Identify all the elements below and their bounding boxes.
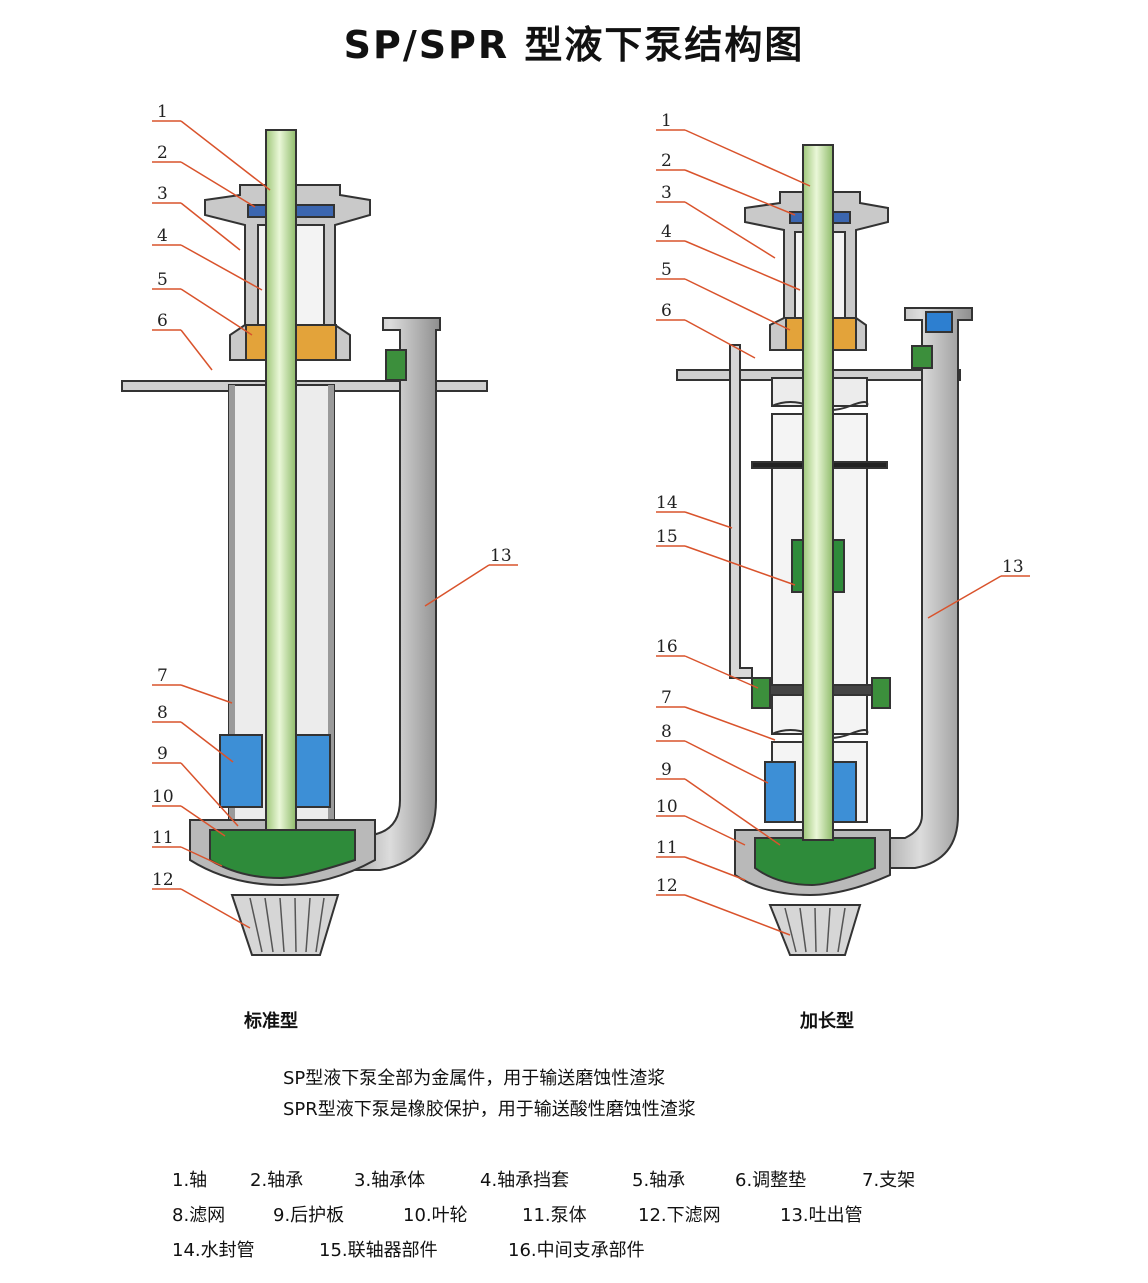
legend-item: 7.支架 [862,1170,916,1191]
right-callout-9: 9 [661,760,672,780]
legend-item: 9.后护板 [273,1205,345,1226]
standard-pump [121,129,488,956]
left-callout-5: 5 [157,270,168,290]
discharge-pipe-r [867,307,973,869]
caption-extended: 加长型 [800,1011,854,1032]
right-callout-16: 16 [656,637,678,657]
description-sp: SP型液下泵全部为金属件，用于输送磨蚀性渣浆 [283,1068,666,1089]
left-callout-8: 8 [157,703,168,723]
impeller [209,829,356,880]
legend-item: 14.水封管 [172,1240,255,1261]
legend-item: 12.下滤网 [638,1205,721,1226]
left-callout-labels: 1 2 3 4 5 6 7 8 9 10 11 12 13 [152,102,512,890]
right-callout-12: 12 [656,876,678,896]
legend-item: 10.叶轮 [403,1205,468,1226]
right-callout-4: 4 [661,222,672,242]
right-leaders [656,129,1030,936]
shaft-r [802,144,834,841]
right-callout-3: 3 [661,183,672,203]
caption-standard: 标准型 [244,1011,298,1032]
right-callout-7: 7 [661,688,672,708]
strainer-left [219,734,263,808]
strainer-right [294,734,331,808]
legend-item: 16.中间支承部件 [508,1240,645,1261]
legend-item: 1.轴 [172,1170,208,1191]
right-callout-1: 1 [661,111,672,131]
left-callout-7: 7 [157,666,168,686]
description-spr: SPR型液下泵是橡胶保护，用于输送酸性磨蚀性渣浆 [283,1099,696,1120]
legend-item: 15.联轴器部件 [319,1240,438,1261]
discharge-pipe [339,317,441,871]
left-callout-1: 1 [157,102,168,122]
left-callout-4: 4 [157,226,168,246]
left-callout-3: 3 [157,184,168,204]
page-title: SP/SPR 型液下泵结构图 [343,23,805,67]
right-callout-6: 6 [661,301,672,321]
left-callout-2: 2 [157,143,168,163]
left-callout-10: 10 [152,787,174,807]
right-callout-14: 14 [656,493,678,513]
legend-item: 3.轴承体 [354,1170,426,1191]
left-callout-13: 13 [490,546,512,566]
legend-item: 8.滤网 [172,1205,226,1226]
legend-item: 6.调整垫 [735,1170,807,1191]
impeller-r [754,837,876,887]
left-callout-6: 6 [157,311,168,331]
right-callout-labels: 1 2 3 4 5 6 14 15 16 7 8 9 10 11 12 13 [656,111,1024,896]
right-callout-5: 5 [661,260,672,280]
legend-item: 11.泵体 [522,1205,587,1226]
right-callout-10: 10 [656,797,678,817]
shaft [265,129,297,831]
left-callout-11: 11 [152,828,174,848]
legend-item: 2.轴承 [250,1170,304,1191]
lower-strainer [230,894,340,956]
left-leaders [152,120,518,929]
legend-item: 5.轴承 [632,1170,686,1191]
left-callout-9: 9 [157,744,168,764]
water-seal-pipe [729,344,753,679]
right-callout-8: 8 [661,722,672,742]
left-callout-12: 12 [152,870,174,890]
right-callout-15: 15 [656,527,678,547]
legend-item: 13.吐出管 [780,1205,863,1226]
pump-structure-diagram: 1 2 3 4 5 6 7 8 9 10 11 12 13 [121,102,1030,956]
extended-pump [676,144,973,956]
right-callout-2: 2 [661,151,672,171]
right-callout-11: 11 [656,838,678,858]
legend-item: 4.轴承挡套 [480,1170,570,1191]
strainer-left-r [764,761,796,823]
right-callout-13: 13 [1002,557,1024,577]
